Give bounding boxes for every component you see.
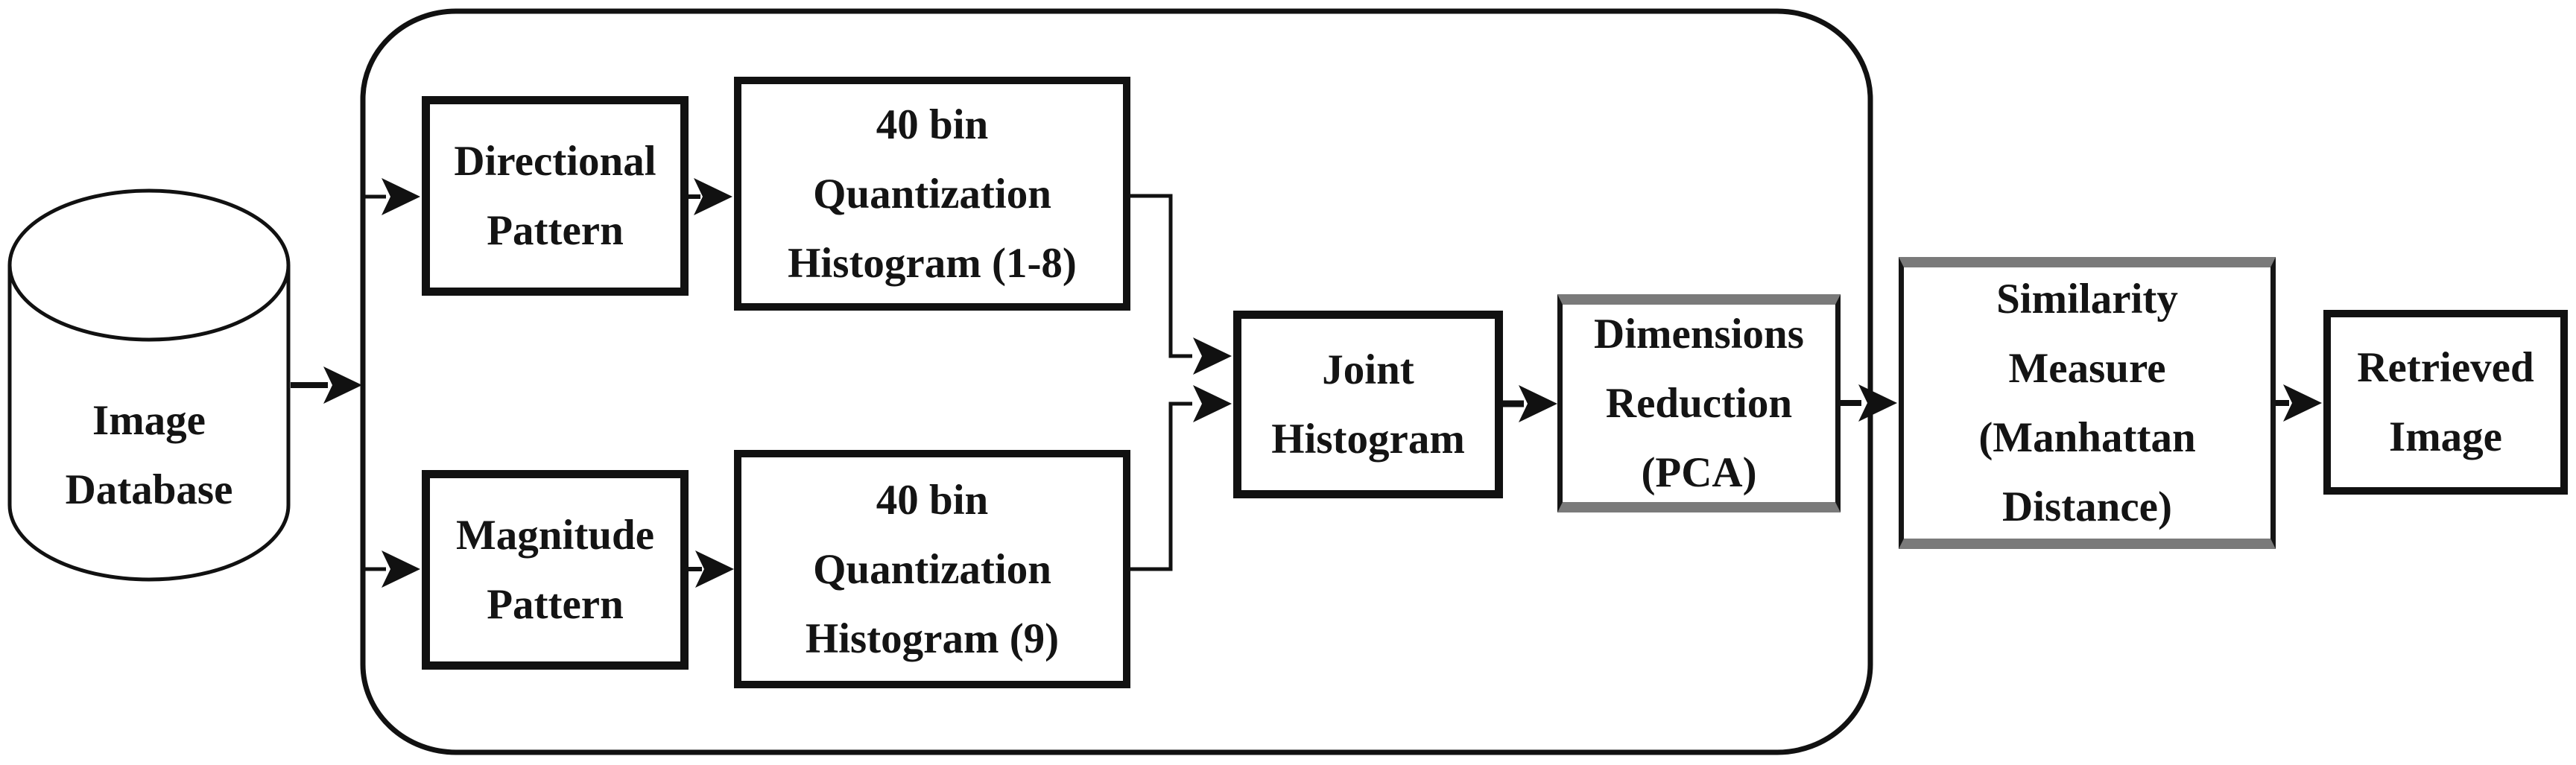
arrow-magnitude-to-hist9	[689, 550, 734, 588]
directional-pattern-line: Directional	[454, 138, 656, 185]
arrow-joint-to-pca	[1503, 385, 1557, 422]
magnitude-pattern-line: Pattern	[487, 581, 624, 628]
similarity-measure-line: Similarity	[1996, 276, 2178, 323]
quantization-histogram-9-line: Quantization	[813, 545, 1051, 593]
arrow-directional-to-hist18	[689, 178, 732, 215]
quantization-histogram-1-8-box: 40 bin Quantization Histogram (1-8)	[734, 77, 1130, 311]
image-database-label-line: Database	[65, 466, 233, 513]
arrow-database-to-container	[291, 366, 362, 404]
arrow-hist9-to-joint	[1130, 385, 1232, 571]
arrow-similarity-to-retrieved	[2276, 384, 2322, 422]
joint-histogram-line: Joint	[1322, 346, 1414, 393]
similarity-measure-line: Distance)	[2002, 483, 2172, 530]
arrow-hist18-to-joint	[1130, 194, 1232, 375]
similarity-measure-line: (Manhattan	[1978, 414, 2196, 461]
quantization-histogram-1-8-line: Quantization	[813, 170, 1051, 218]
similarity-measure-line: Measure	[2008, 345, 2166, 392]
processing-container-outline	[360, 8, 1873, 755]
retrieved-image-line: Retrieved	[2357, 344, 2534, 391]
image-database-label-line: Image	[92, 397, 206, 444]
quantization-histogram-9-line: 40 bin	[876, 476, 989, 524]
similarity-measure-box: Similarity Measure (Manhattan Distance)	[1899, 257, 2276, 549]
quantization-histogram-1-8-line: Histogram (1-8)	[788, 239, 1077, 287]
magnitude-pattern-box: Magnitude Pattern	[422, 470, 689, 670]
retrieved-image-line: Image	[2389, 413, 2502, 460]
database-cylinder-icon	[7, 188, 291, 582]
joint-histogram-line: Histogram	[1271, 416, 1465, 463]
quantization-histogram-9-box: 40 bin Quantization Histogram (9)	[734, 450, 1130, 688]
dimensions-reduction-line: Reduction	[1605, 380, 1793, 427]
directional-pattern-line: Pattern	[487, 207, 624, 254]
directional-pattern-box: Directional Pattern	[422, 96, 689, 296]
dimensions-reduction-pca-box: Dimensions Reduction (PCA)	[1557, 294, 1841, 512]
dimensions-reduction-line: (PCA)	[1641, 449, 1757, 496]
quantization-histogram-9-line: Histogram (9)	[805, 615, 1060, 662]
arrow-branch-to-magnitude	[365, 550, 420, 588]
dimensions-reduction-line: Dimensions	[1594, 311, 1804, 358]
arrow-pca-to-similarity	[1841, 384, 1897, 422]
arrow-branch-to-directional	[365, 178, 420, 215]
quantization-histogram-1-8-line: 40 bin	[876, 101, 989, 148]
retrieved-image-box: Retrieved Image	[2323, 310, 2568, 495]
image-database-node: Image Database	[15, 386, 283, 524]
joint-histogram-box: Joint Histogram	[1233, 311, 1503, 498]
magnitude-pattern-line: Magnitude	[455, 512, 655, 559]
